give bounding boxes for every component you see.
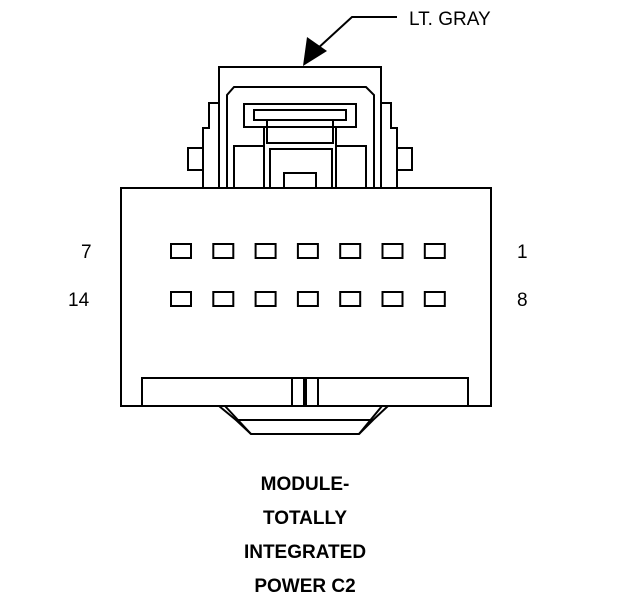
pin-cavity-7 — [170, 243, 192, 259]
pin-label-top-left: 7 — [81, 242, 92, 263]
caption-line-2: TOTALLY — [262, 508, 348, 529]
pin-cavity-14 — [170, 291, 192, 307]
pin-cavity-4 — [296, 243, 319, 259]
pin-cavity-5 — [254, 243, 277, 259]
pin-label-top-right: 1 — [517, 242, 528, 263]
locking-tab — [187, 66, 413, 189]
connector-body — [120, 187, 492, 407]
pin-label-bottom-left: 14 — [68, 290, 90, 311]
pin-cavity-6 — [212, 243, 235, 259]
pin-cavity-10 — [339, 291, 362, 307]
pin-cavity-3 — [339, 243, 362, 259]
caption-line-1: MODULE- — [260, 474, 350, 495]
pin-cavity-8 — [423, 291, 446, 307]
pin-label-bottom-right: 8 — [517, 290, 528, 311]
callout-leader — [315, 16, 397, 51]
pin-cavity-1 — [423, 243, 446, 259]
pin-cavities — [170, 243, 446, 307]
pin-cavity-2 — [381, 243, 404, 259]
caption-line-3: INTEGRATED — [243, 542, 367, 563]
bottom-key — [141, 377, 469, 435]
pin-cavity-9 — [381, 291, 404, 307]
pin-cavity-11 — [296, 291, 319, 307]
pin-cavity-12 — [254, 291, 277, 307]
pin-cavity-13 — [212, 291, 235, 307]
color-label: LT. GRAY — [409, 9, 491, 30]
caption-line-4: POWER C2 — [254, 576, 356, 597]
callout-arrow-icon — [303, 37, 327, 66]
